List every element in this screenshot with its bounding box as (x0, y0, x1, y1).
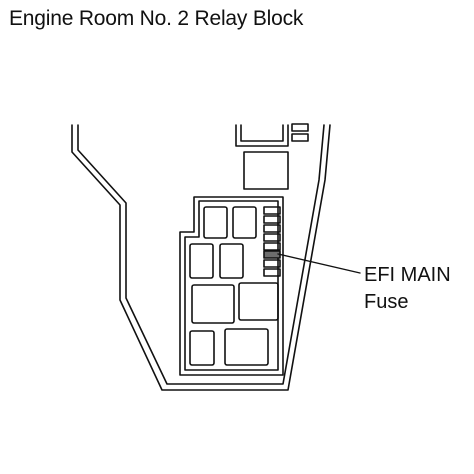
fuse-block-frame (179, 196, 284, 376)
relay-square (243, 151, 289, 190)
efi-main-fuse-callout: EFI MAIN Fuse (364, 262, 451, 316)
relay-3 (189, 243, 214, 279)
callout-leader-line (277, 253, 361, 274)
callout-line-1: EFI MAIN (364, 264, 451, 286)
fuse-slot (263, 259, 281, 268)
callout-line-2: Fuse (364, 291, 409, 313)
diagram-title: Engine Room No. 2 Relay Block (9, 7, 304, 30)
relay-5 (191, 284, 235, 324)
fuse-slot (263, 242, 281, 251)
housing-outline (71, 124, 331, 391)
small-fuse-column (263, 206, 281, 277)
relay-4 (219, 243, 244, 279)
top-small-fuses (291, 123, 309, 142)
fuse-slot (263, 224, 281, 233)
fuse-slot (263, 233, 281, 242)
relay-6 (238, 282, 279, 321)
relay-8 (224, 328, 269, 366)
fuse-slot (263, 206, 281, 215)
relay-2 (232, 206, 257, 239)
fuse-slot (263, 215, 281, 224)
fuse-block-components (189, 206, 279, 366)
top-partial-box (235, 124, 289, 147)
relay-1 (203, 206, 228, 239)
relay-7 (189, 330, 215, 366)
fuse-slot (263, 268, 281, 277)
